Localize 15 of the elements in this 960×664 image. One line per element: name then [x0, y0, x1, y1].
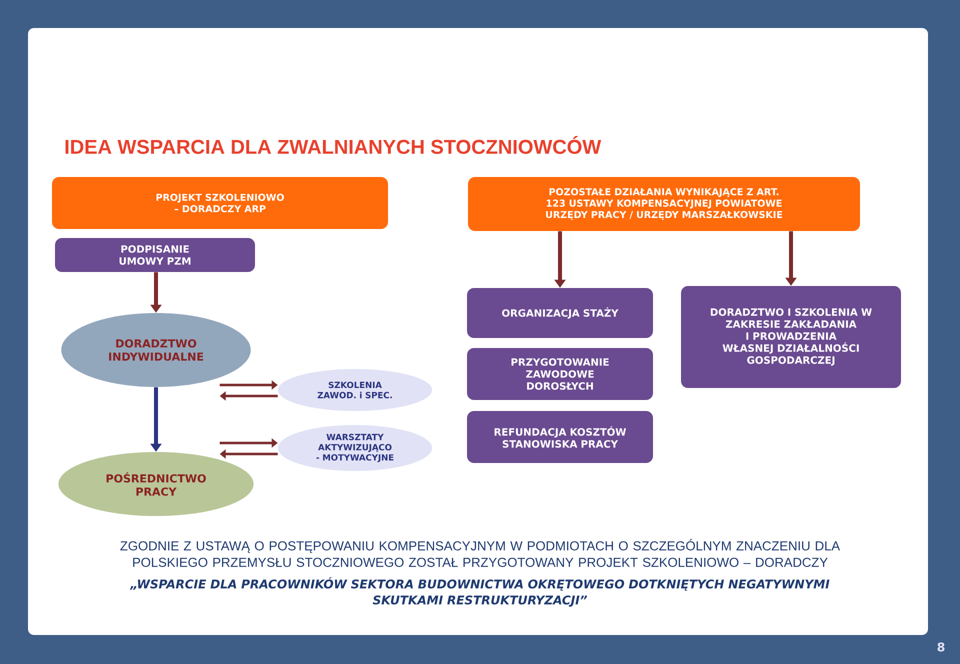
- process-box: DORADZTWO I SZKOLENIA W ZAKRESIE ZAKŁADANIA I PROWADZENIA WŁASNEJ DZIAŁALNOŚCI GOSPODARCZEJ: [681, 286, 901, 388]
- process-box: ORGANIZACJA STAŻY: [467, 288, 653, 338]
- quote-text: „WSPARCIE DLA PRACOWNIKÓW SEKTORA BUDOWNICTWA OKRĘTOWEGO DOTKNIĘTYCH NEGATYWNYMI SKUTKAMI RESTRUKTURYZACJI”: [130, 577, 830, 607]
- process-box: PODPISANIE UMOWY PZM: [55, 238, 255, 272]
- oval-node: DORADZTWO INDYWIDUALNE: [61, 313, 251, 387]
- paragraph: ZGODNIE Z USTAWĄ O POSTĘPOWANIU KOMPENSACYJNYM W PODMIOTACH O SZCZEGÓLNYM ZNACZENIU DLA POLSKIEGO PRZEMYSŁU STOCZNIOWEGO ZOSTAŁ PRZYGOTOWANY PROJEKT SZKOLENIOWO – DORADCZY: [120, 539, 840, 567]
- oval-node: WARSZTATY AKTYWIZUJĄCO - MOTYWACYJNE: [278, 425, 432, 471]
- process-box: POZOSTAŁE DZIAŁANIA WYNIKAJĄCE Z ART. 123 USTAWY KOMPENSACYJNEJ POWIATOWE URZĘDY PRACY / URZĘDY MARSZAŁKOWSKIE: [468, 177, 860, 231]
- title: IDEA WSPARCIA DLA ZWALNIANYCH STOCZNIOWCÓW: [66, 136, 602, 154]
- process-box: PRZYGOTOWANIE ZAWODOWE DOROSŁYCH: [467, 348, 653, 400]
- oval-node: SZKOLENIA ZAWOD. i SPEC.: [278, 369, 432, 411]
- page-number: 8: [938, 642, 944, 652]
- process-box: PROJEKT SZKOLENIOWO – DORADCZY ARP: [52, 177, 388, 229]
- oval-node: POŚREDNICTWO PRACY: [58, 452, 254, 516]
- process-box: REFUNDACJA KOSZTÓW STANOWISKA PRACY: [467, 411, 653, 463]
